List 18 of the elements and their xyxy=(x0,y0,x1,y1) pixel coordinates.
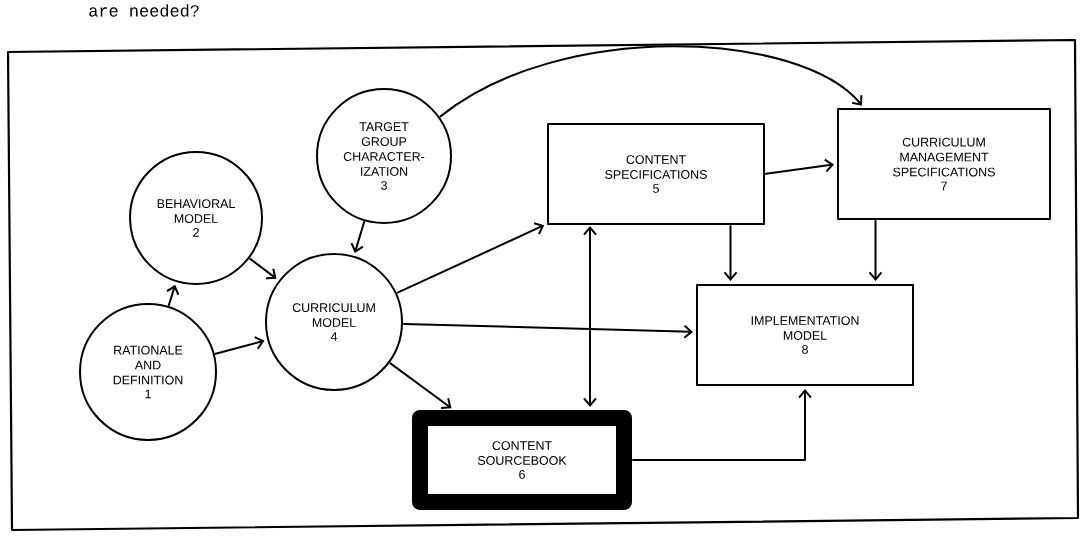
process-box: CONTENT SOURCEBOOK 6 xyxy=(412,410,632,510)
arrow xyxy=(439,45,863,118)
arrow xyxy=(214,336,265,355)
arrow xyxy=(389,362,452,409)
arrow xyxy=(765,158,835,175)
arrow xyxy=(632,389,812,461)
arrow xyxy=(165,284,180,307)
arrow xyxy=(868,220,883,281)
process-box: CONTENT SPECIFICATIONS 5 xyxy=(547,123,765,225)
arrow xyxy=(723,225,738,281)
arrow xyxy=(396,222,545,294)
arrow xyxy=(583,226,597,407)
arrow xyxy=(350,221,366,254)
question-text: are needed? xyxy=(89,4,199,17)
arrow xyxy=(249,257,277,280)
process-box: CURRICULUM MANAGEMENT SPECIFICATIONS 7 xyxy=(837,108,1051,220)
arrow xyxy=(403,322,693,339)
process-box: IMPLEMENTATION MODEL 8 xyxy=(696,284,914,386)
